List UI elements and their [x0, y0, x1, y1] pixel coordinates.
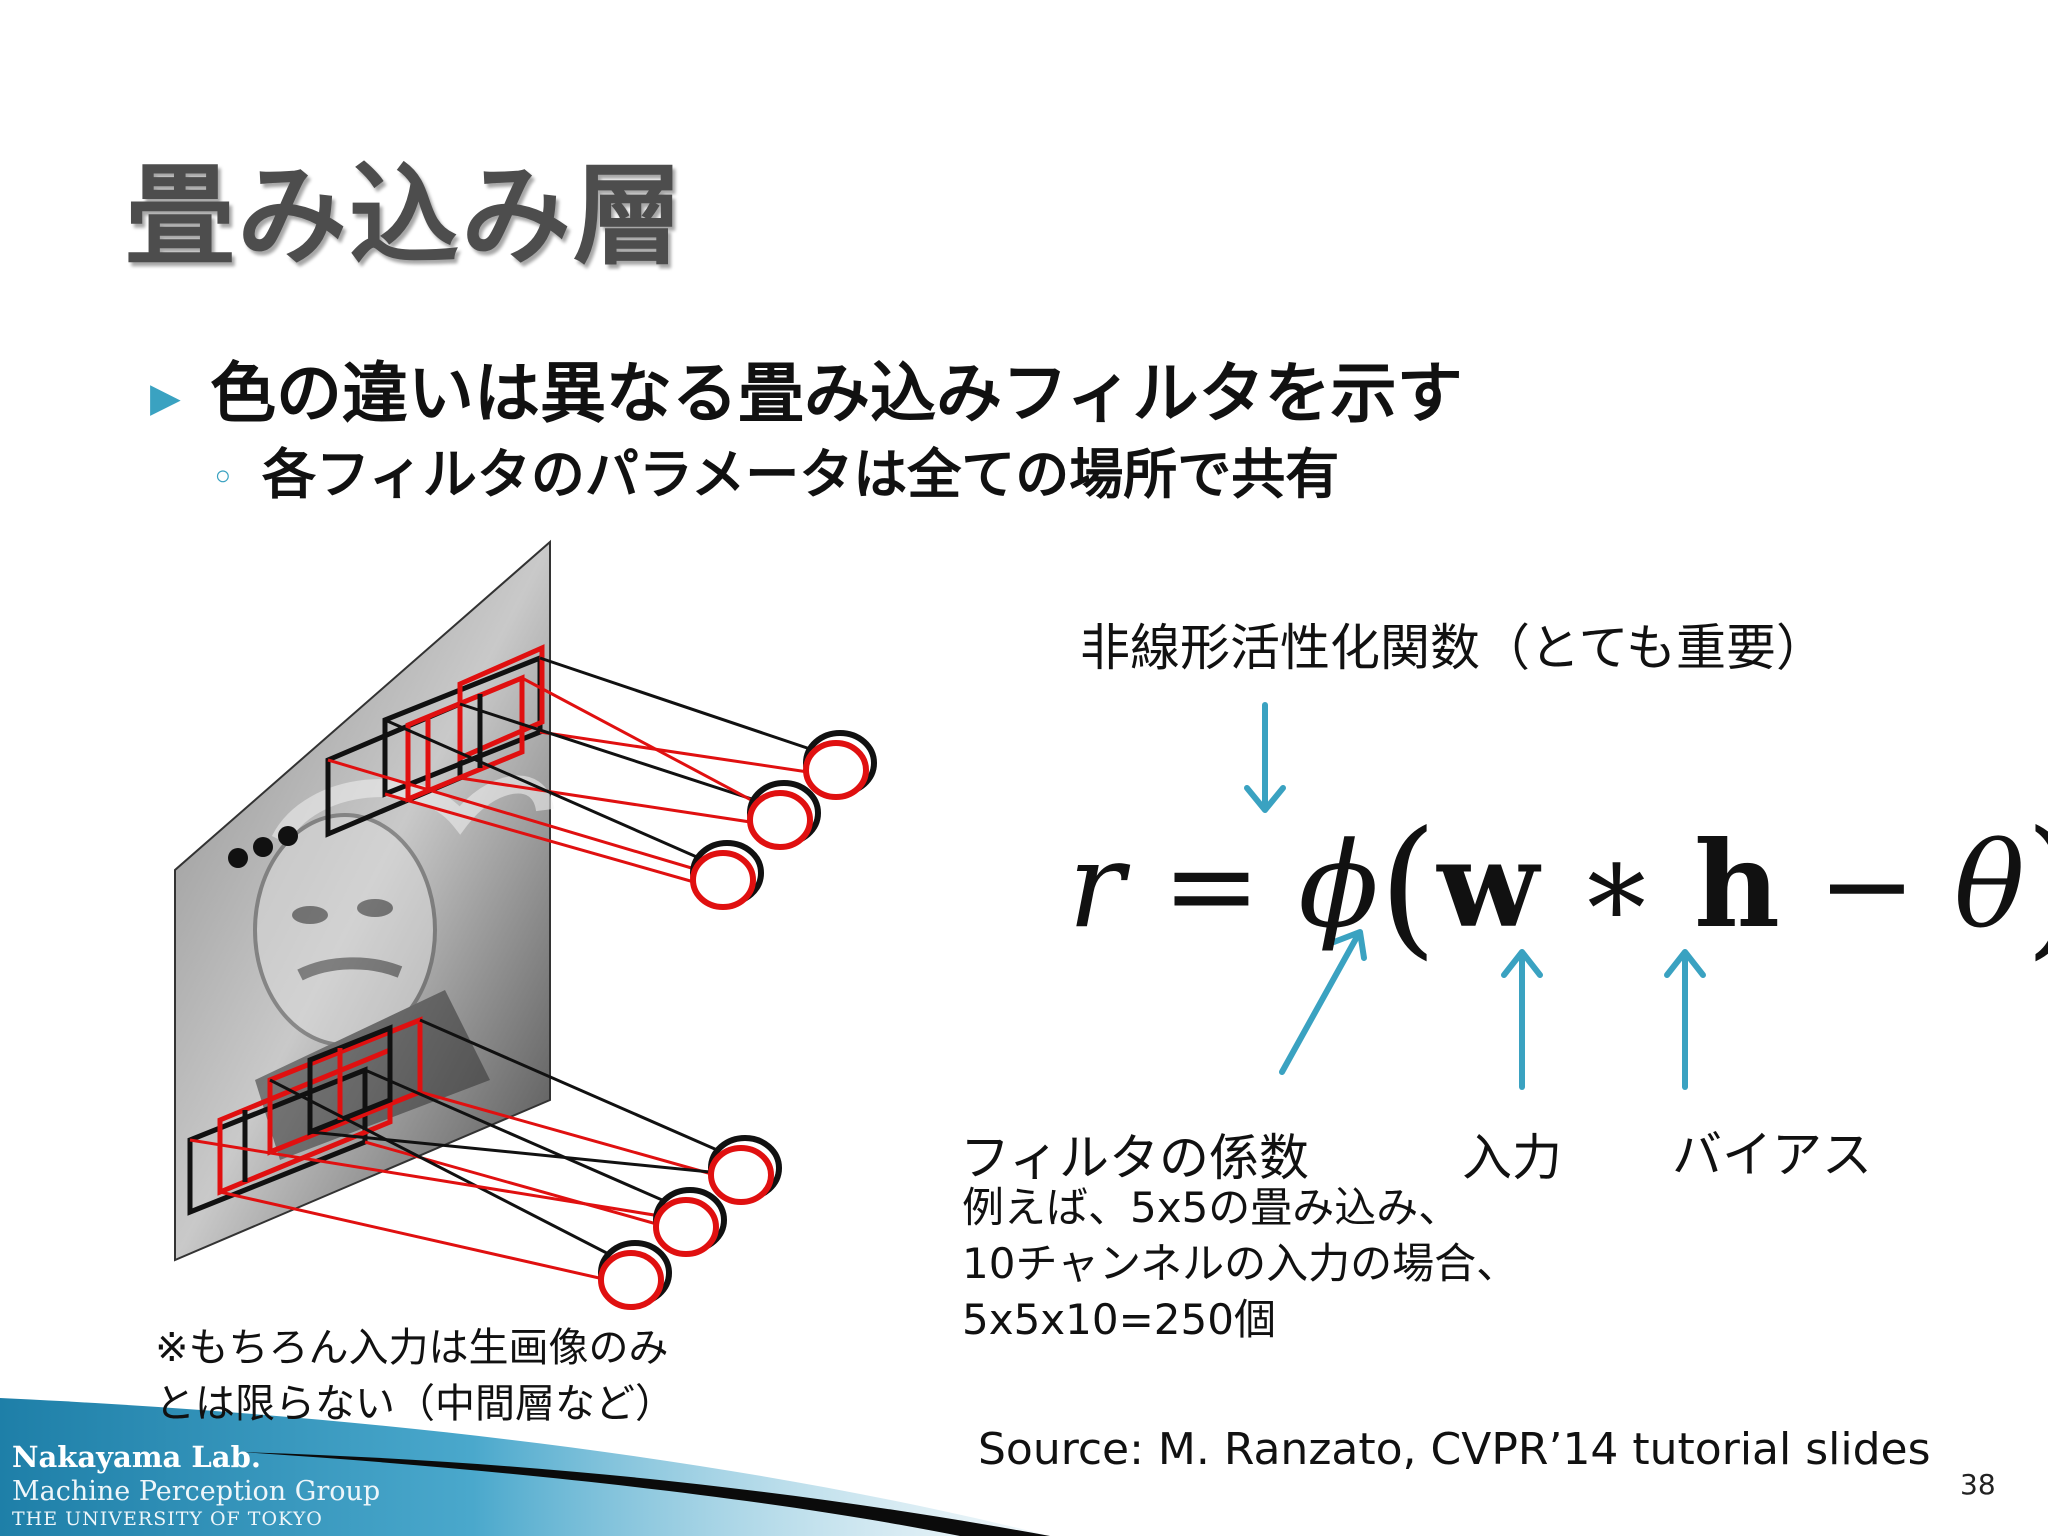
bullet-level2-text: 各フィルタのパラメータは全ての場所で共有: [262, 443, 1340, 506]
upper-connections: [327, 656, 829, 890]
formula-conv-operator: ∗: [1576, 816, 1657, 954]
face-sketch: [253, 775, 554, 1160]
filter-coef-label: フィルタの係数: [960, 1129, 1309, 1187]
formula-w: w: [1437, 815, 1539, 954]
bullet-level1-text: 色の違いは異なる畳み込みフィルタを示す: [210, 355, 1463, 432]
slide-title: 畳み込み層: [125, 152, 685, 280]
ellipsis-dot: [253, 837, 273, 857]
formula-eq: =: [1161, 816, 1261, 954]
ellipsis-dot: [278, 826, 298, 846]
formula-minus: −: [1817, 816, 1917, 954]
lower-output-neurons: [598, 1135, 782, 1310]
formula-phi: ϕ: [1298, 816, 1379, 954]
formula-close-paren: ): [2025, 800, 2048, 974]
formula-theta: θ: [1953, 816, 2025, 954]
footer-lab-name: Nakayama Lab.: [12, 1440, 261, 1474]
arrow-to-phi: [1244, 702, 1286, 813]
source-citation: Source: M. Ranzato, CVPR’14 tutorial sli…: [978, 1424, 1931, 1475]
triangle-bullet-icon: ▶: [150, 374, 181, 421]
formula-open-paren: (: [1378, 800, 1438, 974]
bullet-level1: ▶ 色の違いは異なる畳み込みフィルタを示す: [150, 340, 1463, 436]
input-label: 入力: [1462, 1129, 1562, 1187]
note-text: ※もちろん入力は生画像のみ とは限らない（中間層など）: [155, 1325, 675, 1427]
convolution-illustration: [174, 539, 877, 1310]
formula-r: r: [1068, 816, 1125, 954]
formula-h: h: [1694, 815, 1780, 954]
arrow-to-w: [1279, 929, 1367, 1075]
ellipsis-dot: [228, 848, 248, 868]
activation-label: 非線形活性化関数（とても重要）: [1080, 619, 1826, 677]
arrow-to-theta: [1664, 949, 1706, 1090]
circle-bullet-icon: ◦: [212, 458, 234, 499]
filter-example-text: 例えば、5x5の畳み込み、 10チャンネルの入力の場合、 5x5x10=250個: [962, 1183, 1519, 1344]
bias-label: バイアス: [1672, 1126, 1872, 1184]
footer-group: Machine Perception Group: [12, 1476, 381, 1507]
formula: r = ϕ(w ∗ h − θ): [1068, 800, 2048, 974]
page-number: 38: [1960, 1468, 1996, 1501]
upper-output-neurons: [690, 730, 877, 910]
arrow-to-h: [1501, 949, 1543, 1090]
bullet-level2: ◦ 各フィルタのパラメータは全ての場所で共有: [212, 430, 1339, 509]
footer-university: THE UNIVERSITY OF TOKYO: [12, 1508, 323, 1530]
lower-connections: [189, 1018, 741, 1287]
